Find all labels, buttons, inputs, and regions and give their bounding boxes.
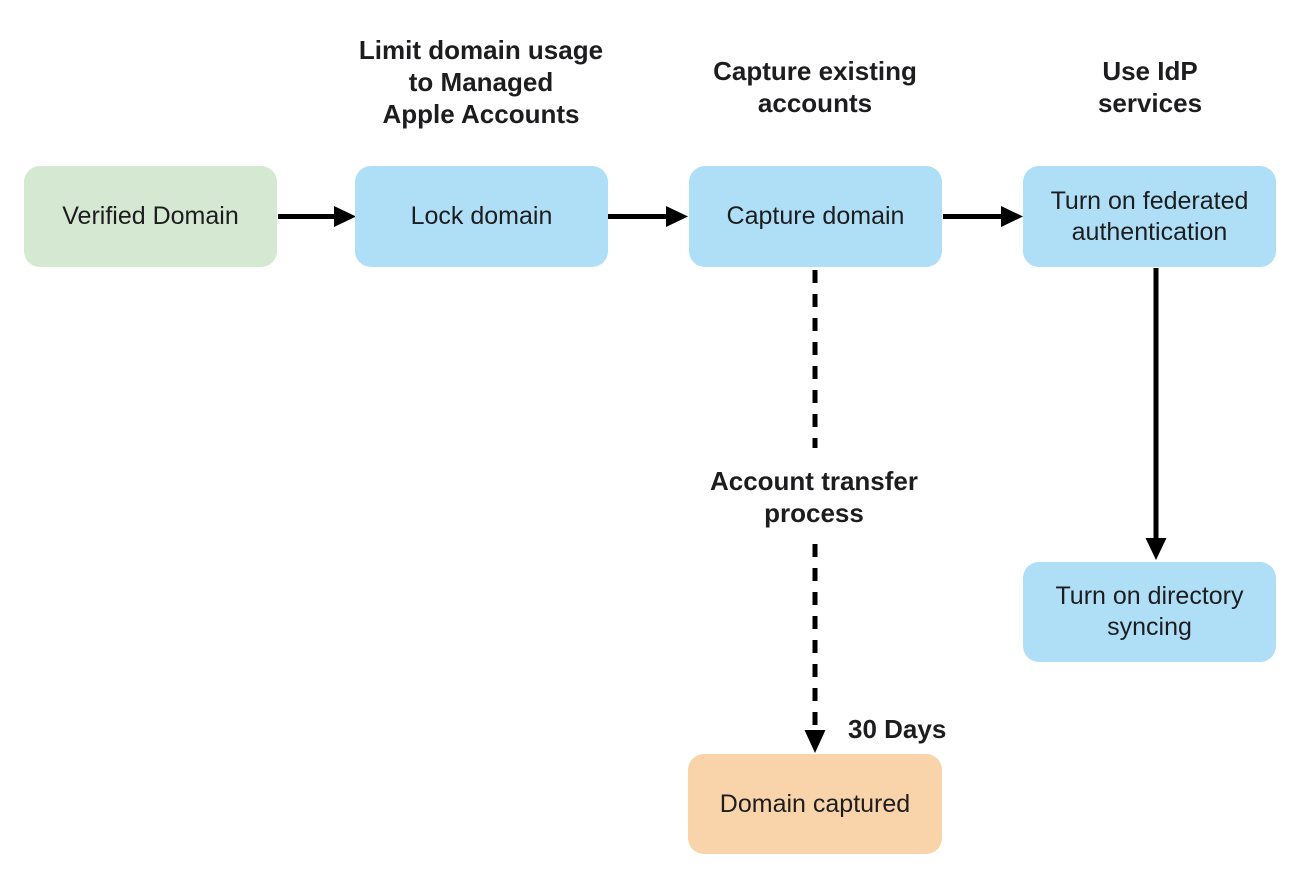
annotation-30-days: 30 Days [848,714,947,744]
node-turn-on-directory-syncing: Turn on directory syncing [1023,562,1276,662]
node-label: Turn on federated authentication [1050,186,1249,246]
annotation-use-idp-services: Use IdP services [1097,56,1203,118]
annotation-capture-existing-accounts: Capture existing accounts [713,56,917,118]
node-label: Lock domain [410,202,553,230]
node-domain-captured: Domain captured [688,754,942,854]
arrow-capture-to-captured-dashed [804,270,826,753]
node-label: Turn on directory syncing [1055,582,1244,641]
node-turn-on-federated-authentication: Turn on federated authentication [1023,166,1276,267]
arrow-capture-to-federated [943,206,1023,227]
arrow-verified-to-lock [278,206,356,227]
node-label: Domain captured [719,789,911,818]
arrowhead [1001,206,1023,227]
node-label: Verified Domain [62,202,239,230]
arrowhead [804,730,826,753]
arrow-federated-to-directory [1145,268,1167,560]
arrow-lock-to-capture [608,206,688,227]
annotation-account-transfer-process: Account transfer process [709,466,919,528]
arrowhead [666,206,688,227]
annotation-limit-domain-usage: Limit domain usage to Managed Apple Acco… [358,35,604,129]
node-label: Capture domain [726,202,905,230]
node-capture-domain: Capture domain [689,166,942,267]
node-lock-domain: Lock domain [355,166,608,267]
arrowhead [1145,538,1167,560]
node-verified-domain: Verified Domain [24,166,277,267]
arrowhead [334,206,356,227]
